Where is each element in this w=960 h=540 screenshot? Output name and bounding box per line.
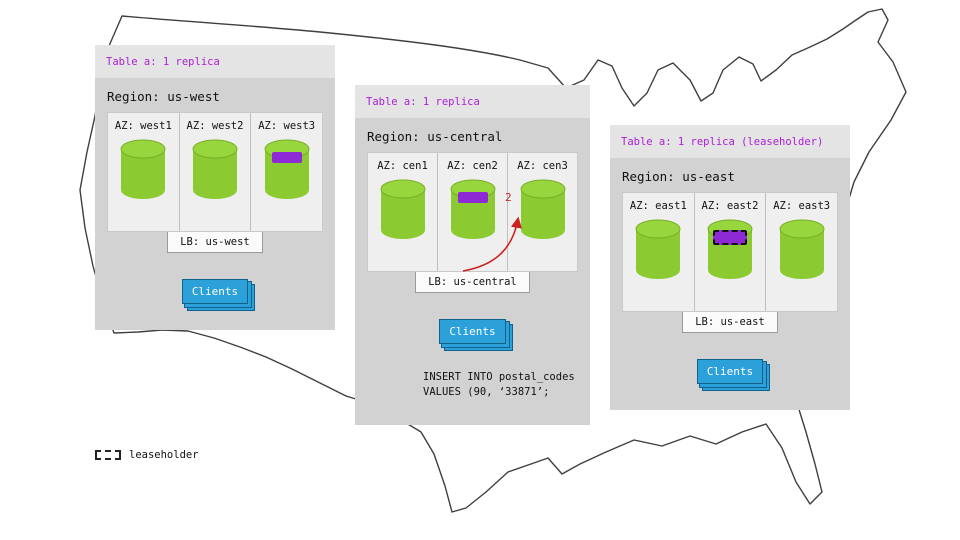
region-panel-us-west: Table a: 1 replica Region: us-west AZ: w… [95,45,335,330]
database-cylinder [779,219,825,281]
az-label: AZ: east3 [773,200,831,212]
table-replica-label: Table a: 1 replica (leaseholder) [621,135,824,148]
az-label: AZ: east1 [629,200,687,212]
load-balancer-label: LB: us-central [415,271,530,293]
sql-line-1: INSERT INTO postal_codes [423,371,575,383]
az-box: AZ: west1 AZ: west2 [107,112,323,232]
region-panel-us-central: Table a: 1 replica Region: us-central AZ… [355,85,590,425]
clients-button[interactable]: Clients [181,279,249,304]
load-balancer-label: LB: us-east [682,311,778,333]
az-column: AZ: cen2 [437,153,507,271]
cylinder-icon [192,139,238,199]
az-label: AZ: cen2 [447,160,498,172]
replica-marker [271,152,302,163]
database-cylinder [380,179,426,241]
legend-label: leaseholder [129,449,199,461]
cylinder-icon [779,219,825,279]
database-cylinder [450,179,496,241]
az-label: AZ: cen1 [377,160,428,172]
leaseholder-replica-marker [713,230,747,245]
cylinder-icon [380,179,425,239]
table-replica-label: Table a: 1 replica [366,95,480,108]
az-column: AZ: east3 [765,193,837,311]
region-panel-us-east: Table a: 1 replica (leaseholder) Region:… [610,125,850,410]
database-cylinder [264,139,310,201]
clients-button[interactable]: Clients [439,319,506,344]
cylinder-icon [707,219,753,279]
az-column: AZ: east2 [693,193,766,311]
table-replica-banner: Table a: 1 replica [355,85,590,118]
table-replica-label: Table a: 1 replica [106,55,220,68]
az-label: AZ: west1 [114,120,172,132]
az-column: AZ: east1 [623,193,694,311]
sql-line-2: VALUES (90, ‘33871’; [423,386,550,399]
database-cylinder [635,219,681,281]
cylinder-icon [450,179,495,239]
table-replica-banner: Table a: 1 replica [95,45,335,78]
sql-statement: INSERT INTO postal_codes VALUES (90, ‘33… [423,370,590,400]
database-cylinder [120,139,166,201]
replica-marker [457,192,488,203]
database-cylinder [707,219,753,281]
az-label: AZ: west3 [258,120,316,132]
legend-leaseholder: leaseholder [95,449,199,461]
cylinder-icon [264,139,310,199]
region-title: Region: us-west [107,89,220,104]
cylinder-icon [520,179,565,239]
database-cylinder [520,179,566,241]
az-column: AZ: cen3 [507,153,577,271]
az-label: AZ: cen3 [517,160,568,172]
az-column: AZ: cen1 [368,153,437,271]
cylinder-icon [635,219,681,279]
cylinder-icon [120,139,166,199]
database-cylinder [192,139,238,201]
az-label: AZ: west2 [186,120,244,132]
table-replica-banner: Table a: 1 replica (leaseholder) [610,125,850,158]
az-column: AZ: west2 [178,113,251,231]
az-box: AZ: east1 AZ: east2 [622,192,838,312]
az-box: AZ: cen1 AZ: cen2 [367,152,578,272]
clients-button[interactable]: Clients [696,359,764,384]
load-balancer-label: LB: us-west [167,231,263,253]
region-title: Region: us-central [367,129,503,144]
region-title: Region: us-east [622,169,735,184]
az-column: AZ: west1 [108,113,179,231]
leaseholder-swatch-icon [95,450,121,460]
az-label: AZ: east2 [701,200,759,212]
az-column: AZ: west3 [250,113,322,231]
